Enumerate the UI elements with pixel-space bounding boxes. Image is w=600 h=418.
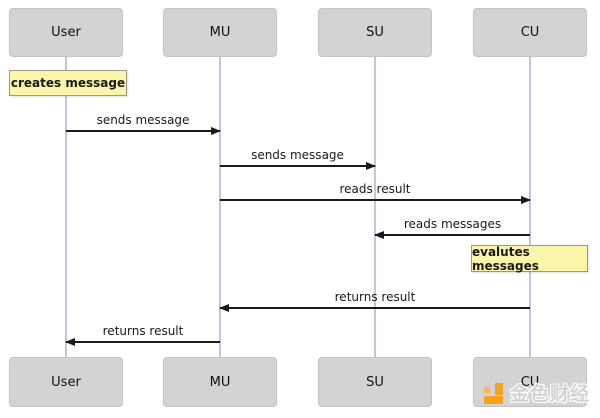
actor-box-mu-top: MU — [163, 8, 277, 57]
message-label: reads result — [339, 182, 411, 196]
message-label: sends message — [96, 113, 190, 127]
actor-box-user-bottom: User — [9, 357, 123, 407]
message-arrow-mu-su — [220, 162, 376, 170]
message-arrow-cu-mu — [219, 304, 530, 312]
arrowhead-left-icon — [65, 338, 75, 346]
actor-label: SU — [366, 25, 384, 40]
note-text: evalutes messages — [472, 244, 539, 273]
message-arrow-user-mu — [66, 127, 221, 135]
note-evalutes-messages: evalutes messages — [471, 244, 588, 273]
note-creates-message: creates message — [9, 70, 127, 96]
actor-label: SU — [366, 374, 384, 390]
actor-label: MU — [209, 374, 231, 390]
lifeline-su — [374, 57, 376, 358]
note-text: creates message — [10, 76, 126, 90]
message-arrow-cu-su — [374, 231, 530, 239]
actor-label: User — [51, 374, 81, 390]
actor-label: User — [51, 25, 81, 40]
lifeline-mu — [219, 57, 221, 358]
actor-box-cu-top: CU — [473, 8, 587, 57]
actor-label: MU — [209, 25, 231, 40]
actor-box-mu-bottom: MU — [163, 357, 277, 407]
message-arrow-mu-user — [65, 338, 220, 346]
actor-label: CU — [520, 25, 540, 40]
lifeline-cu — [529, 57, 531, 358]
lifeline-user — [65, 57, 67, 358]
arrowhead-right-icon — [521, 196, 531, 204]
actor-box-user-top: User — [9, 8, 123, 57]
jinse-blocks-icon — [484, 383, 507, 406]
message-arrow-mu-cu — [220, 196, 531, 204]
actor-box-su-top: SU — [318, 8, 432, 57]
message-label: reads messages — [403, 217, 502, 231]
arrowhead-left-icon — [374, 231, 384, 239]
message-label: returns result — [334, 290, 416, 304]
watermark: 金色财经 — [484, 383, 590, 406]
arrowhead-left-icon — [219, 304, 229, 312]
message-label: sends message — [251, 148, 344, 162]
actor-box-su-bottom: SU — [318, 357, 432, 407]
arrowhead-right-icon — [211, 127, 221, 135]
arrowhead-right-icon — [366, 162, 376, 170]
watermark-text: 金色财经 — [510, 383, 591, 405]
message-label: returns result — [102, 324, 184, 338]
actor-label: CU — [520, 374, 540, 390]
